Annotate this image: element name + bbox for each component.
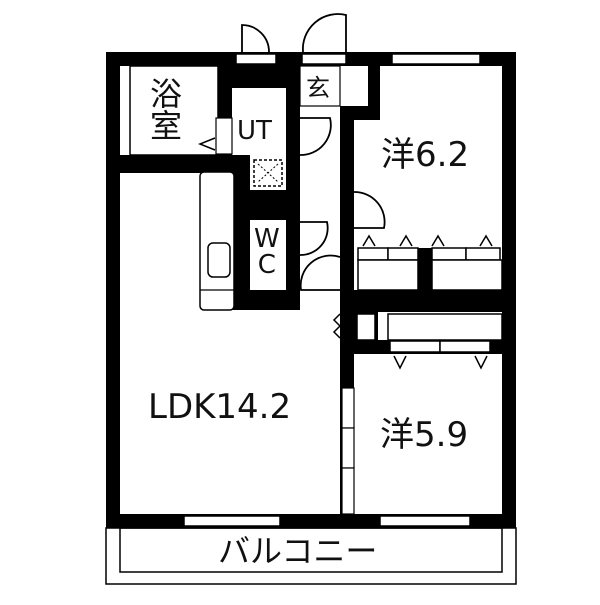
western-room-1-label: 洋6.2 [381,135,470,175]
windows [183,53,481,527]
entrance-label: 玄 [306,74,330,102]
toilet-label-line2: C [257,250,276,280]
bath-label-line2: 室 [150,107,183,145]
ldk-label: LDK14.2 [148,387,292,427]
bath-label: 浴 室 [150,78,182,142]
balcony-label: バルコニー [218,532,378,570]
toilet-label-line1: W [254,224,280,254]
utility-label: UT [237,116,272,146]
toilet-label: W C [254,226,280,278]
bath-label-line1: 浴 [150,75,183,113]
doors [241,13,386,291]
western-room-2-label: 洋5.9 [380,415,469,455]
